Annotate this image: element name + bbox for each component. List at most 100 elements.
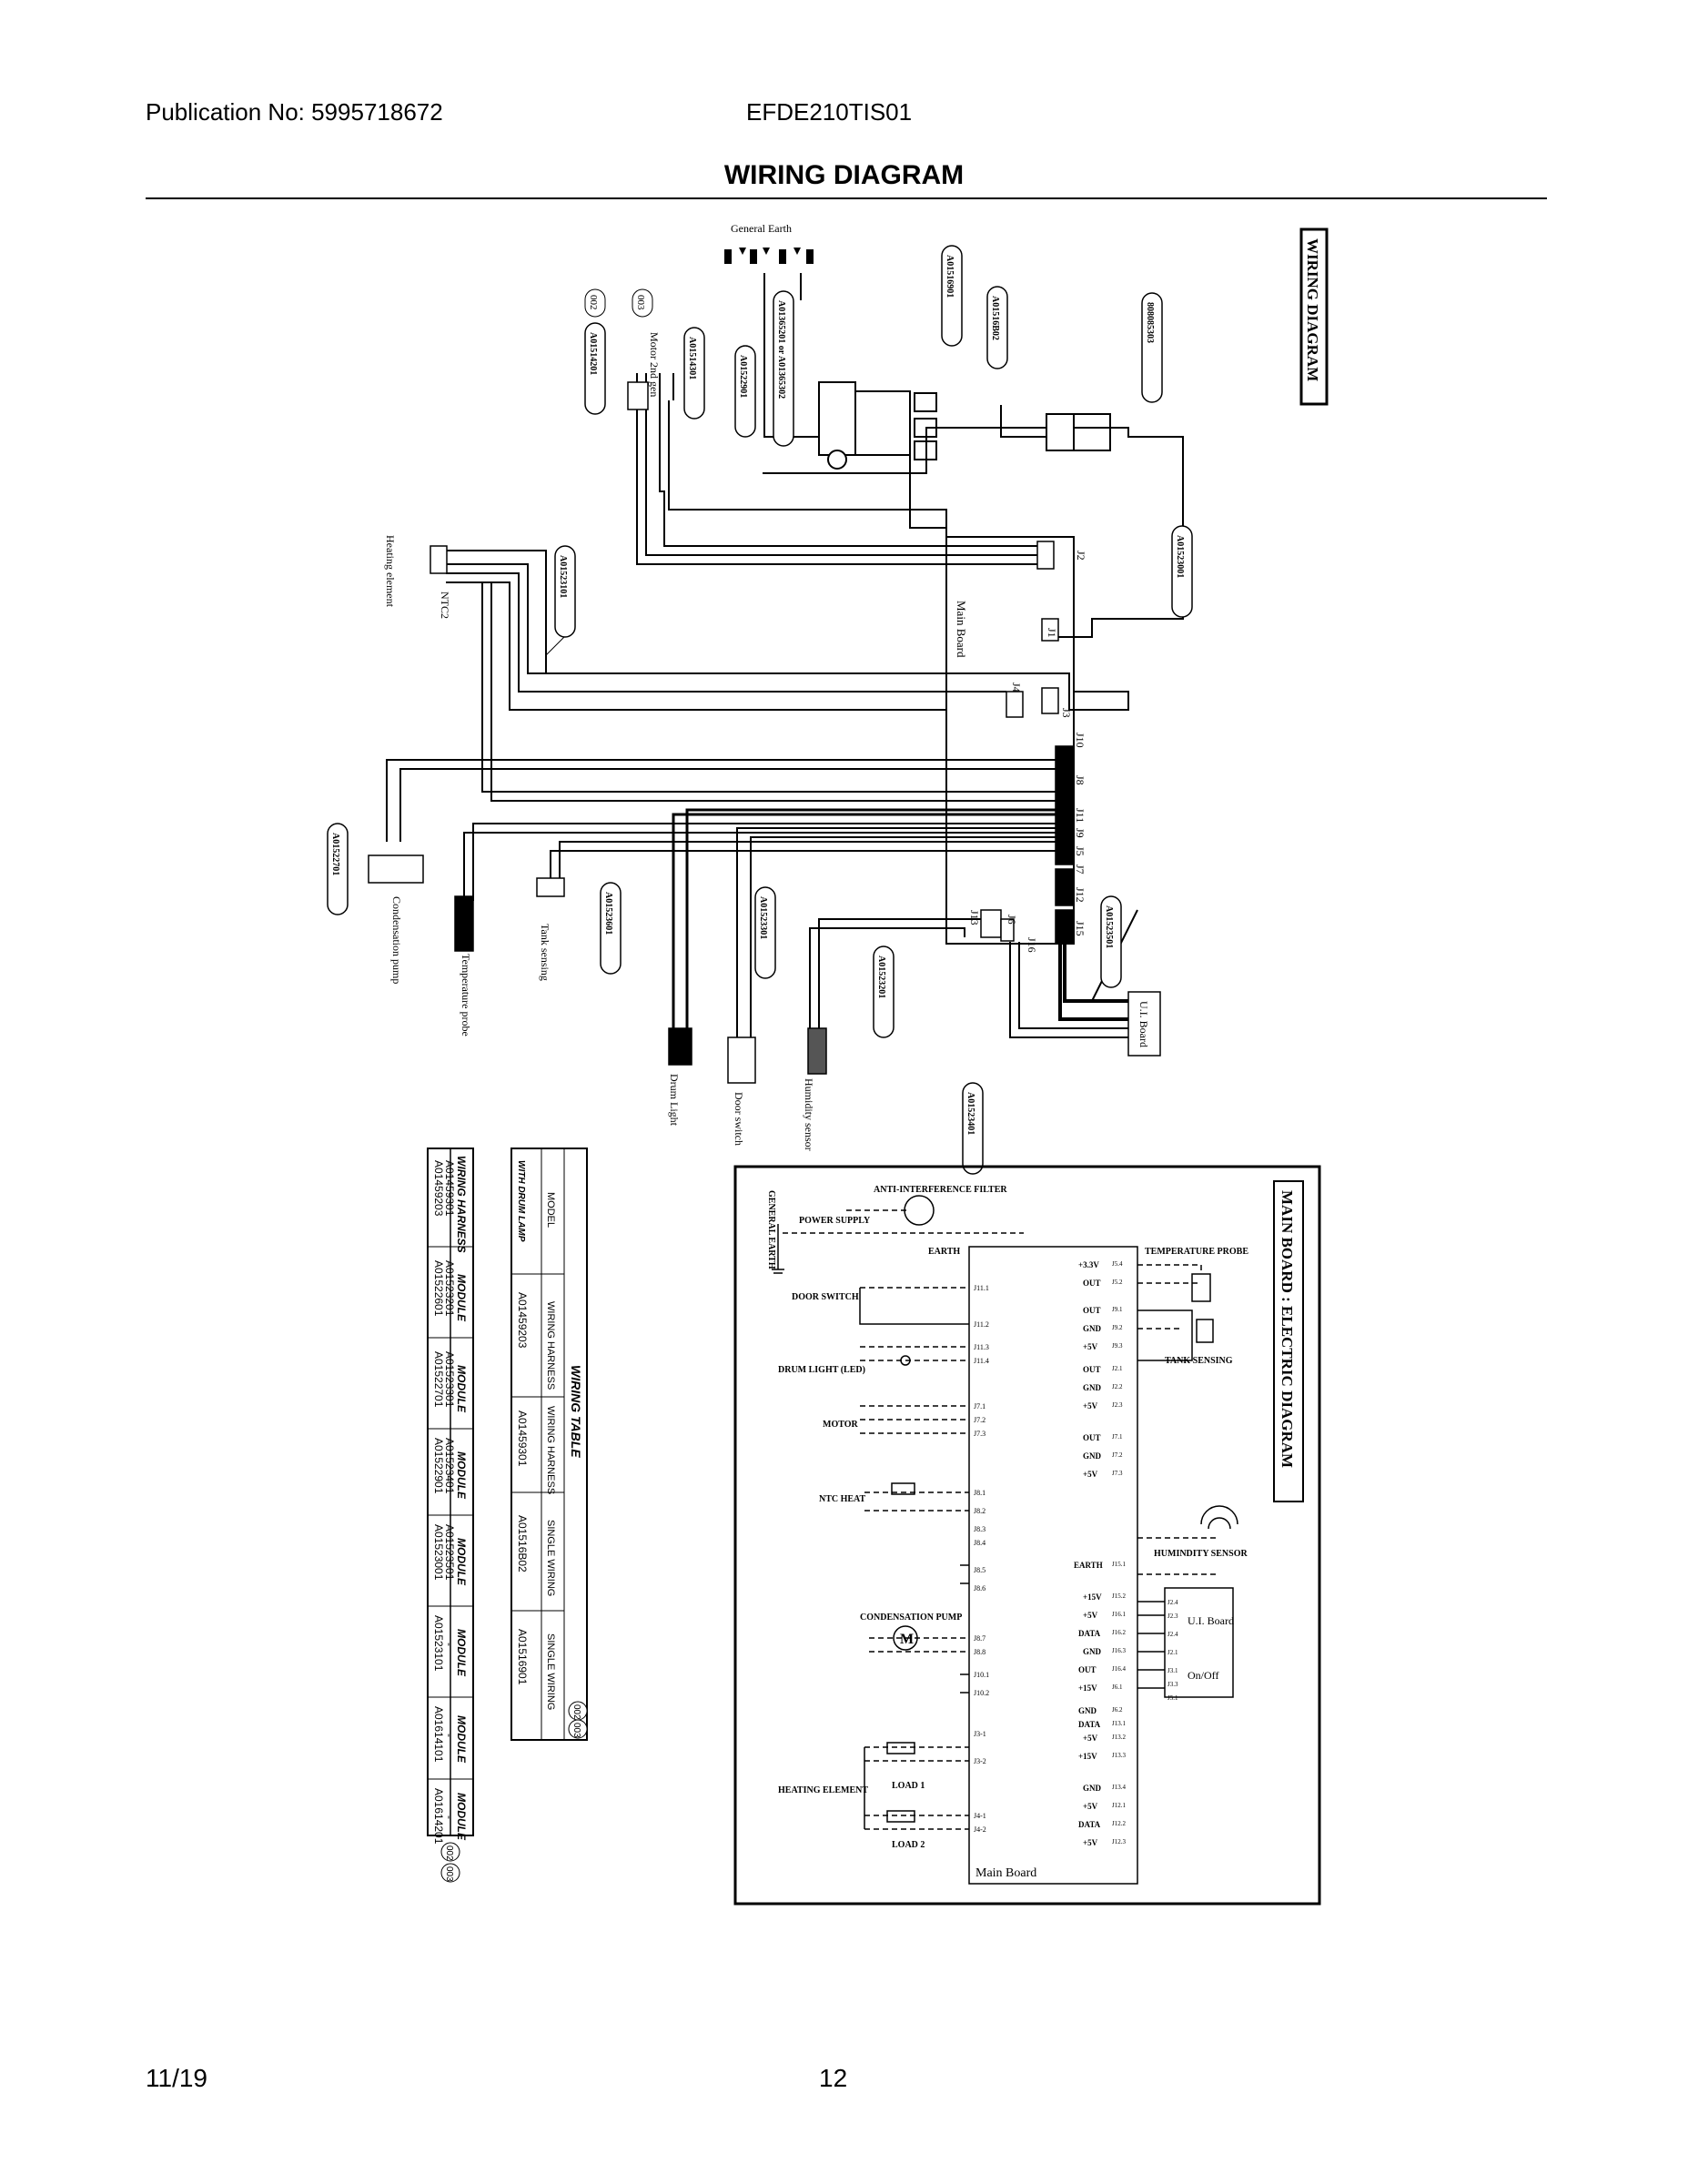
svg-text:J10.1: J10.1	[974, 1671, 989, 1679]
electric-left-circuit	[772, 1195, 1024, 1830]
svg-text:WIRING TABLE: WIRING TABLE	[569, 1365, 583, 1458]
svg-text:WIRING HARNESS: WIRING HARNESS	[545, 1301, 556, 1390]
svg-text:J12.2: J12.2	[1112, 1820, 1126, 1827]
svg-text:002: 002	[588, 295, 599, 310]
svg-text:002: 002	[571, 1704, 581, 1720]
svg-text:-: -	[443, 1815, 456, 1819]
svg-text:Temperature probe: Temperature probe	[460, 954, 472, 1036]
svg-text:J13.1: J13.1	[1112, 1720, 1126, 1727]
svg-text:Drum Light: Drum Light	[668, 1074, 681, 1127]
svg-text:J1: J1	[1046, 628, 1058, 638]
module-table-row2: A01459301 A01523201 A01523301 A01523401 …	[443, 1160, 456, 1819]
svg-text:J10: J10	[1074, 733, 1087, 748]
svg-text:J15.1: J15.1	[1112, 1561, 1126, 1568]
svg-text:J6.1: J6.1	[1112, 1684, 1123, 1691]
svg-text:J8: J8	[1074, 775, 1087, 785]
svg-text:003: 003	[635, 295, 646, 310]
svg-text:A01614201: A01614201	[432, 1788, 445, 1845]
callout-a01523501: A01523501	[1100, 895, 1122, 988]
module-table-row1: A01459203 A01522601 A01522701 A01522901 …	[432, 1160, 445, 1845]
svg-text:A01459301: A01459301	[516, 1410, 529, 1467]
electric-ui-board-labels: U.I. Board On/Off	[1188, 1614, 1234, 1682]
svg-text:J11.1: J11.1	[974, 1284, 989, 1292]
svg-text:EARTH: EARTH	[1074, 1561, 1103, 1570]
svg-text:A01523001: A01523001	[1175, 535, 1185, 578]
svg-text:J8.2: J8.2	[974, 1507, 986, 1515]
publication-number: Publication No: 5995718672	[146, 98, 443, 126]
callout-a01523601: A01523601	[600, 882, 622, 975]
svg-text:J16.1: J16.1	[1112, 1611, 1126, 1618]
svg-text:J3-1: J3-1	[974, 1730, 986, 1738]
heating-element-connector	[430, 545, 448, 574]
condensation-pump-glyph	[368, 854, 424, 884]
electric-left-pins: J11.1 J11.2 J11.3 J11.4 J7.1 J7.2 J7.3 J…	[974, 1284, 989, 1834]
svg-text:A01523601: A01523601	[603, 892, 613, 935]
anti-interference-filter	[818, 381, 1111, 470]
svg-text:J10.2: J10.2	[974, 1689, 989, 1697]
svg-text:003: 003	[444, 1866, 454, 1882]
callout-a01523301: A01523301	[754, 886, 776, 979]
svg-text:Humidity sensor: Humidity sensor	[803, 1078, 815, 1151]
electric-diagram-side-title: MAIN BOARD : ELECTRIC DIAGRAM	[1273, 1180, 1304, 1502]
svg-text:+15V: +15V	[1078, 1752, 1097, 1761]
svg-text:GND: GND	[1083, 1451, 1102, 1461]
svg-text:A01523101: A01523101	[558, 555, 568, 598]
svg-text:GND: GND	[1083, 1324, 1102, 1333]
svg-text:DATA: DATA	[1078, 1629, 1101, 1638]
svg-text:GND: GND	[1078, 1706, 1097, 1715]
svg-text:A01523301: A01523301	[758, 896, 768, 939]
svg-text:A01523501: A01523501	[1104, 905, 1114, 948]
svg-text:+5V: +5V	[1083, 1734, 1098, 1743]
svg-text:J4: J4	[1010, 682, 1023, 693]
svg-text:+15V: +15V	[1083, 1592, 1102, 1602]
svg-text:MODULE: MODULE	[455, 1629, 468, 1677]
module-table: WIRING HARNESS MODULE MODULE MODULE MODU…	[427, 1148, 474, 1883]
svg-text:U.I. Board: U.I. Board	[1188, 1614, 1234, 1627]
drum-light-glyph	[668, 1027, 692, 1066]
svg-text:Tank sensing: Tank sensing	[539, 924, 551, 981]
svg-text:J2.4: J2.4	[1167, 1599, 1178, 1606]
svg-text:J16.3: J16.3	[1112, 1647, 1126, 1654]
svg-text:J6: J6	[1006, 915, 1018, 925]
svg-text:GENERAL EARTH: GENERAL EARTH	[766, 1190, 776, 1269]
page-number: 12	[819, 2064, 848, 2092]
wires	[386, 273, 1184, 1038]
svg-text:J9: J9	[1074, 828, 1087, 838]
svg-text:J3.3: J3.3	[1167, 1681, 1178, 1688]
svg-text:A01523401: A01523401	[443, 1438, 456, 1494]
svg-text:A01523201: A01523201	[443, 1260, 456, 1317]
svg-text:+15V: +15V	[1078, 1684, 1097, 1693]
electric-right-pins: J5.4 J5.2 J9.1 J9.2 J9.3 J2.1 J2.2 J2.3 …	[1112, 1260, 1126, 1845]
general-earth-label: General Earth	[731, 222, 792, 235]
svg-text:J8.8: J8.8	[974, 1648, 986, 1656]
svg-text:WIRING HARNESS: WIRING HARNESS	[545, 1406, 556, 1494]
svg-text:J5.4: J5.4	[1112, 1260, 1123, 1268]
svg-text:OUT: OUT	[1083, 1365, 1101, 1374]
svg-text:A01514301: A01514301	[687, 337, 697, 379]
svg-text:J12: J12	[1074, 887, 1087, 903]
svg-text:POWER SUPPLY: POWER SUPPLY	[799, 1216, 871, 1226]
svg-text:A01523501: A01523501	[443, 1524, 456, 1581]
svg-text:J11.2: J11.2	[974, 1320, 989, 1329]
svg-text:+5V: +5V	[1083, 1611, 1098, 1620]
svg-text:J2.3: J2.3	[1112, 1401, 1123, 1409]
svg-text:808085303: 808085303	[1145, 302, 1155, 343]
svg-text:WIRING HARNESS: WIRING HARNESS	[455, 1156, 468, 1253]
svg-text:SINGLE WIRING: SINGLE WIRING	[545, 1520, 556, 1596]
svg-text:MODULE: MODULE	[455, 1538, 468, 1586]
svg-text:A01514201: A01514201	[588, 332, 598, 375]
svg-text:NTC HEAT: NTC HEAT	[819, 1494, 866, 1504]
svg-text:J8.5: J8.5	[974, 1566, 986, 1574]
svg-text:-: -	[443, 1734, 456, 1737]
svg-text:Door switch: Door switch	[733, 1092, 745, 1146]
svg-text:J2: J2	[1075, 551, 1087, 561]
svg-text:OUT: OUT	[1083, 1433, 1101, 1442]
svg-text:MODEL: MODEL	[545, 1192, 556, 1228]
svg-text:J7.2: J7.2	[974, 1416, 986, 1424]
svg-text:U.I. Board: U.I. Board	[1137, 1001, 1150, 1047]
svg-text:DOOR SWITCH: DOOR SWITCH	[792, 1292, 859, 1302]
board-connectors	[980, 541, 1075, 944]
svg-text:ANTI-INTERFERENCE FILTER: ANTI-INTERFERENCE FILTER	[874, 1185, 1007, 1195]
page-title: WIRING DIAGRAM	[723, 160, 965, 190]
svg-text:J11: J11	[1074, 808, 1087, 823]
